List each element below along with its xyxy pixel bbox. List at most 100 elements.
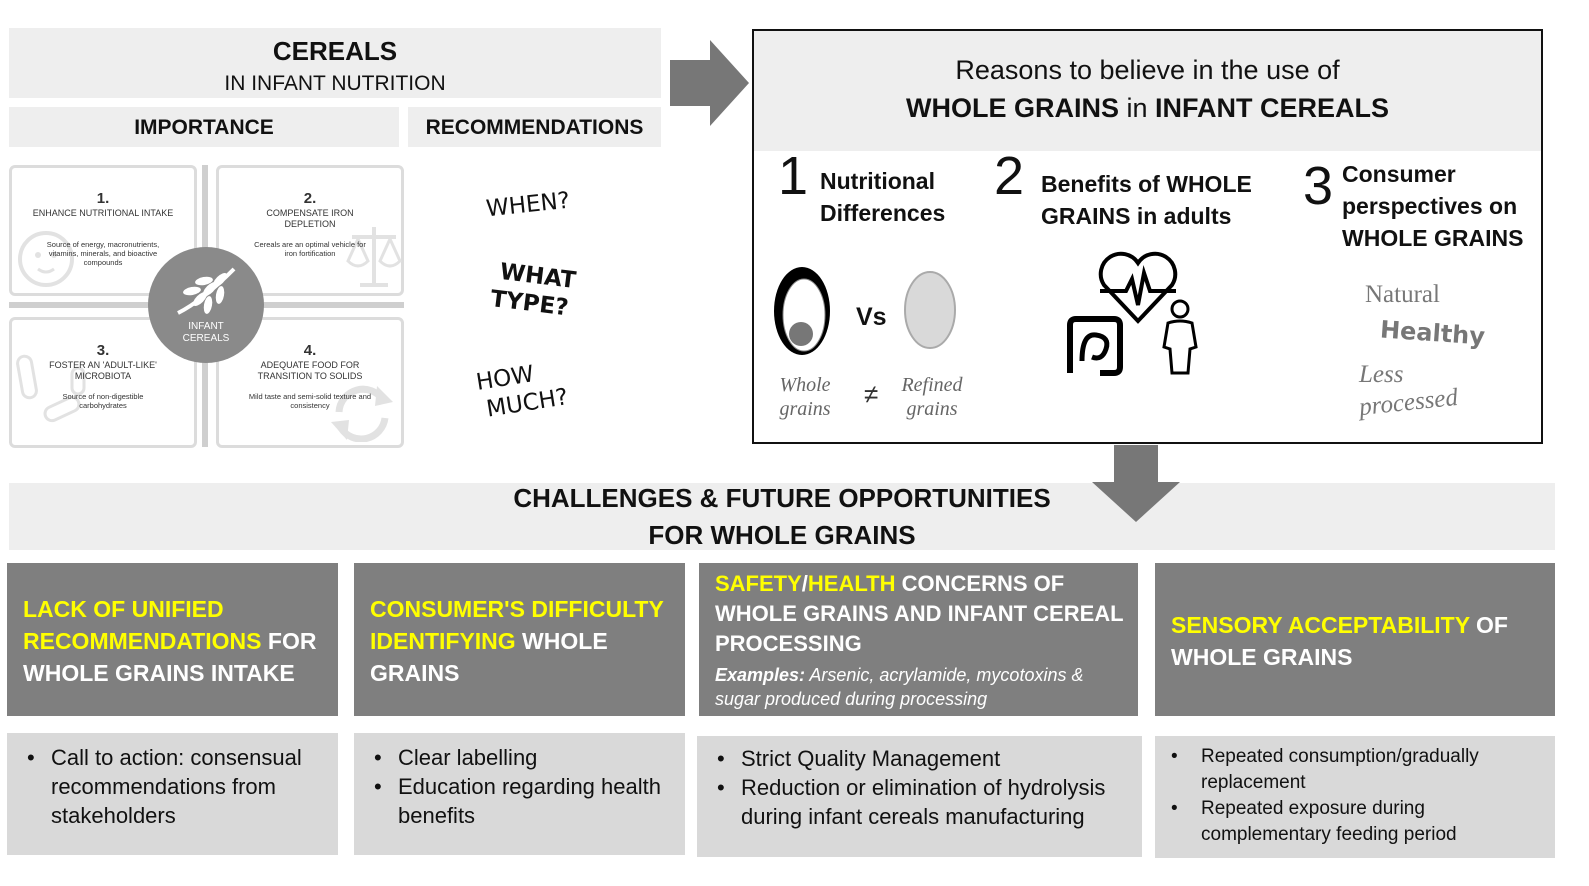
opportunity-1-list: Call to action: consensual recommendatio… xyxy=(19,743,319,830)
intestine-icon xyxy=(1067,316,1123,376)
quadrant-1-desc: Source of energy, macronutrients, vitami… xyxy=(46,240,160,267)
badge-line-2: CEREALS xyxy=(182,333,230,344)
wheat-icon xyxy=(177,267,236,315)
importance-diagram: 1. ENHANCE NUTRITIONAL INTAKE Source of … xyxy=(9,165,404,448)
word-less: Less xyxy=(1359,361,1404,388)
importance-header: IMPORTANCE xyxy=(9,107,399,147)
bacteria-icon xyxy=(16,354,86,423)
quadrant-1-number: 1. xyxy=(96,190,110,207)
opportunity-3-panel: Strict Quality Management Reduction or e… xyxy=(697,736,1142,857)
refined-grains-line2: grains xyxy=(906,398,958,420)
opportunity-3-item-2: Reduction or elimination of hydrolysis d… xyxy=(709,773,1129,831)
reason-2-title: Benefits of WHOLE GRAINS in adults xyxy=(1041,168,1252,232)
challenge-3-safety: SAFETY xyxy=(715,571,802,596)
reason-3-title-line1: Consumer xyxy=(1342,161,1456,187)
challenges-header: CHALLENGES & FUTURE OPPORTUNITIES FOR WH… xyxy=(9,483,1555,550)
challenge-1-rest: FOR WHOLE GRAINS INTAKE xyxy=(23,628,317,686)
reason-2-number: 2 xyxy=(994,146,1025,206)
challenge-4-heading: SENSORY ACCEPTABILITY OF WHOLE GRAINS xyxy=(1171,609,1541,673)
refined-grain-icon xyxy=(904,271,956,349)
opportunity-2-item-2: Education regarding health benefits xyxy=(366,772,666,830)
challenge-2-heading: CONSUMER'S DIFFICULTY IDENTIFYING WHOLE … xyxy=(370,593,675,689)
challenge-3-slash: / xyxy=(801,571,808,596)
badge-label: INFANT CEREALS xyxy=(148,321,264,345)
challenge-3-heading: SAFETY/HEALTH CONCERNS OF WHOLE GRAINS A… xyxy=(715,569,1127,659)
cereals-subtitle: IN INFANT NUTRITION xyxy=(224,72,446,95)
reason-3-title-line2: perspectives on xyxy=(1342,193,1518,219)
quadrant-4-desc: Mild taste and semi-solid texture and co… xyxy=(248,392,372,410)
whole-grains-line1: Whole xyxy=(779,374,831,396)
whole-grains-label: Whole grains xyxy=(772,373,838,421)
challenge-1-highlight: LACK OF UNIFIED RECOMMENDATIONS xyxy=(23,596,262,654)
cereals-header: CEREALS IN INFANT NUTRITION xyxy=(9,28,661,98)
cycle-arrows-icon xyxy=(331,385,393,442)
challenge-3-panel: SAFETY/HEALTH CONCERNS OF WHOLE GRAINS A… xyxy=(699,563,1138,716)
quadrant-4-title: ADEQUATE FOOD FOR TRANSITION TO SOLIDS xyxy=(257,360,363,381)
reasons-whole-grains: WHOLE GRAINS xyxy=(905,93,1119,123)
challenge-3-health: HEALTH xyxy=(807,571,896,596)
quadrant-2-desc: Cereals are an optimal vehicle for iron … xyxy=(254,240,366,258)
whole-grain-icon xyxy=(774,267,830,355)
recommendations-label: RECOMMENDATIONS xyxy=(425,116,644,139)
reasons-infant-cereals: INFANT CEREALS xyxy=(1155,93,1390,123)
examples-text: Arsenic, acrylamide, mycotoxins & sugar … xyxy=(715,665,1084,709)
baby-face-icon xyxy=(18,231,74,287)
opportunity-4-panel: Repeated consumption/gradually replaceme… xyxy=(1155,736,1555,858)
challenge-1-panel: LACK OF UNIFIED RECOMMENDATIONS FOR WHOL… xyxy=(7,563,338,716)
opportunity-4-list: Repeated consumption/gradually replaceme… xyxy=(1163,744,1543,848)
infant-cereals-badge: INFANT CEREALS xyxy=(148,247,264,363)
challenge-1-heading: LACK OF UNIFIED RECOMMENDATIONS FOR WHOL… xyxy=(23,593,328,689)
quadrant-4-number: 4. xyxy=(303,342,317,359)
quadrant-3-desc: Source of non-digestible carbohydrates xyxy=(62,392,144,410)
reason-1-number: 1 xyxy=(778,146,809,206)
reason-2-title-line2: GRAINS in adults xyxy=(1041,203,1232,229)
reason-2-title-line1: Benefits of WHOLE xyxy=(1041,171,1252,197)
refined-grains-line1: Refined xyxy=(901,374,963,396)
word-less-processed: Less processed xyxy=(1358,361,1459,421)
not-equal-symbol: ≠ xyxy=(864,379,879,409)
examples-label: Examples: xyxy=(715,665,806,685)
reasons-panel: Reasons to believe in the use of WHOLE G… xyxy=(752,29,1543,444)
heart-rate-icon xyxy=(1098,251,1178,324)
reason-1-title-line2: Differences xyxy=(820,200,946,226)
versus-label: Vs xyxy=(856,303,887,331)
scale-icon xyxy=(346,227,402,287)
word-processed: processed xyxy=(1357,383,1460,422)
opportunity-2-item-1: Clear labelling xyxy=(366,743,666,772)
arrow-down-overlay xyxy=(1092,482,1180,522)
challenge-3-examples: Examples: Arsenic, acrylamide, mycotoxin… xyxy=(715,663,1127,711)
reason-3-title: Consumer perspectives on WHOLE GRAINS xyxy=(1342,158,1523,254)
challenge-2-rest: WHOLE GRAINS xyxy=(370,628,608,686)
quadrant-1-title: ENHANCE NUTRITIONAL INTAKE xyxy=(32,208,174,218)
whole-grains-line2: grains xyxy=(779,398,831,420)
question-how: HOW MUCH? xyxy=(474,355,570,424)
badge-line-1: INFANT xyxy=(188,321,224,332)
challenge-4-highlight: SENSORY ACCEPTABILITY xyxy=(1171,612,1470,638)
refined-grains-label: Refined grains xyxy=(892,373,972,421)
reason-3-number: 3 xyxy=(1303,156,1334,216)
arrow-right-icon xyxy=(670,40,749,126)
reasons-header: Reasons to believe in the use of WHOLE G… xyxy=(754,31,1541,151)
reasons-in: in xyxy=(1118,93,1155,123)
opportunity-3-list: Strict Quality Management Reduction or e… xyxy=(709,744,1129,831)
recommendations-header: RECOMMENDATIONS xyxy=(408,107,661,147)
quadrant-2-title: COMPENSATE IRON DEPLETION xyxy=(266,208,354,229)
reason-1-title-line1: Nutritional xyxy=(820,168,935,194)
challenge-2-panel: CONSUMER'S DIFFICULTY IDENTIFYING WHOLE … xyxy=(354,563,685,716)
opportunity-2-panel: Clear labelling Education regarding heal… xyxy=(354,733,685,855)
challenge-4-rest: OF WHOLE GRAINS xyxy=(1171,612,1508,670)
importance-label: IMPORTANCE xyxy=(134,116,274,139)
opportunity-4-item-2: Repeated exposure during complementary f… xyxy=(1163,796,1543,848)
challenge-4-panel: SENSORY ACCEPTABILITY OF WHOLE GRAINS xyxy=(1155,563,1555,716)
quadrant-3-title: FOSTER AN 'ADULT-LIKE' MICROBIOTA xyxy=(49,360,157,381)
opportunity-1-panel: Call to action: consensual recommendatio… xyxy=(7,733,338,855)
opportunity-2-list: Clear labelling Education regarding heal… xyxy=(366,743,666,830)
person-icon xyxy=(1162,299,1198,375)
challenges-title-line1: CHALLENGES & FUTURE OPPORTUNITIES xyxy=(513,483,1051,513)
reason-1-title: Nutritional Differences xyxy=(820,165,945,229)
opportunity-1-item-1: Call to action: consensual recommendatio… xyxy=(19,743,319,830)
opportunity-3-item-1: Strict Quality Management xyxy=(709,744,1129,773)
question-what: WHAT TYPE? xyxy=(489,257,578,323)
reasons-line-1: Reasons to believe in the use of xyxy=(955,55,1340,85)
reason-3-title-line3: WHOLE GRAINS xyxy=(1342,225,1524,251)
